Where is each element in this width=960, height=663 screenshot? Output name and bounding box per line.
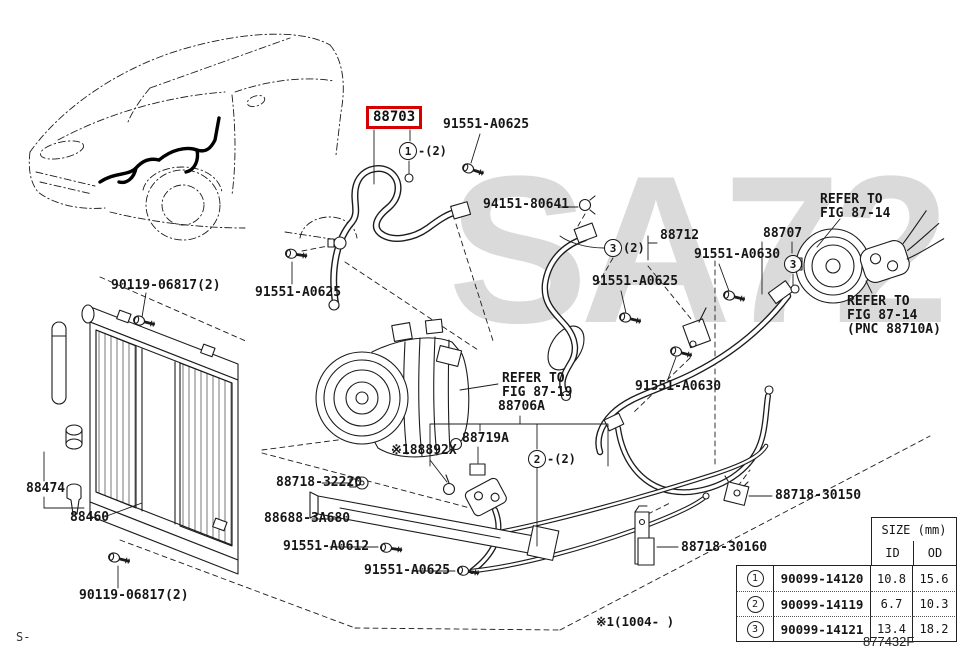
label-88718-32220: 88718-32220 (276, 475, 363, 490)
note-refer-fig-87-14: REFER TO FIG 87-14 (820, 192, 891, 221)
callout-circle: 3 (604, 239, 622, 257)
row-part-number: 90099-14120 (774, 566, 871, 591)
size-table-col-id: ID (872, 541, 914, 565)
clamp-94151-80641 (578, 195, 596, 215)
applicability-note: ※1(1004- ) (596, 614, 675, 629)
label-88706a: 88706A (498, 399, 545, 414)
note-refer-fig-87-19: REFER TO FIG 87-19 (502, 371, 573, 400)
note-refer-fig-87-14-pnc-88710a: REFER TO FIG 87-14 (PNC 88710A) (847, 294, 941, 337)
label-88892x: ※188892X (391, 443, 457, 458)
row-id-value: 10.8 (871, 566, 913, 591)
label-88460: 88460 (70, 510, 110, 525)
callout-3b: 3 (784, 255, 803, 273)
row-part-number: 90099-14121 (774, 616, 871, 641)
diagram-code: 877432F (863, 634, 915, 649)
callout-circle: 3 (784, 255, 802, 273)
callout-suffix: (2) (623, 241, 645, 255)
drier-cap-parts (65, 424, 83, 515)
row-id-value: 6.7 (871, 591, 913, 616)
label-88718-30150: 88718-30150 (775, 488, 862, 503)
callout-2: 2 -(2) (528, 450, 576, 468)
row-callout-number: 1 (746, 570, 764, 587)
row-part-number: 90099-14119 (774, 591, 871, 616)
size-table-col-od: OD (927, 546, 943, 560)
clip-88719A (469, 463, 486, 476)
callout-circle: 2 (528, 450, 546, 468)
label-88712: 88712 (660, 228, 700, 243)
leader-lines (43, 129, 873, 589)
row-od-value: 18.2 (913, 616, 955, 641)
label-94151-80641: 94151-80641 (483, 197, 570, 212)
grommet-88892X (442, 474, 456, 496)
clutch-connector (859, 210, 945, 283)
clamp-88718-32220 (349, 476, 369, 490)
label-91551-a0630-1: 91551-A0630 (694, 247, 781, 262)
callout-suffix: -(2) (547, 452, 576, 466)
callout-suffix: -(2) (418, 144, 447, 158)
pipe-88707 (595, 280, 800, 456)
highlighted-part-88703[interactable]: 88703 (366, 106, 423, 129)
discharge-hose-88712 (541, 195, 598, 402)
label-91551-a0630-2: 91551-A0630 (635, 379, 722, 394)
label-88718-30160: 88718-30160 (681, 540, 768, 555)
row-callout-number: 3 (746, 620, 764, 638)
clamp-88718-30150 (723, 475, 750, 506)
car-illustration (28, 33, 358, 242)
label-90119-06817-top: 90119-06817(2) (111, 278, 221, 293)
label-91551-a0625-4: 91551-A0625 (364, 563, 451, 578)
row-id-value: 13.4 (871, 616, 913, 641)
table-row: 3 90099-14121 13.4 18.2 (737, 616, 956, 641)
callout-3a: 3 (2) (604, 239, 645, 257)
size-table-title: SIZE (mm) (871, 517, 957, 543)
label-91551-a0625-2: 91551-A0625 (592, 274, 679, 289)
label-91551-a0612: 91551-A0612 (283, 539, 370, 554)
callout-circle: 1 (399, 142, 417, 160)
label-91551-a0625-3: 91551-A0625 (255, 285, 342, 300)
label-90119-06817-bottom: 90119-06817(2) (79, 588, 189, 603)
row-od-value: 15.6 (919, 571, 949, 586)
callout-1: 1 -(2) (399, 142, 447, 160)
label-88688-3a680: 88688-3A680 (264, 511, 351, 526)
row-od-value: 10.3 (913, 591, 955, 616)
joint-fitting (682, 307, 711, 349)
label-88474: 88474 (26, 481, 66, 496)
row-callout-number: 2 (746, 595, 764, 613)
bracket-88688-3A680 (309, 491, 560, 561)
corner-mark: S- (16, 630, 31, 644)
table-row: 2 90099-14119 6.7 10.3 (737, 591, 956, 616)
label-88707: 88707 (763, 226, 803, 241)
size-table: SIZE (mm) ID OD 1 90099-14120 10.8 15.6 … (736, 517, 957, 642)
label-91551-a0625-1: 91551-A0625 (443, 117, 530, 132)
label-88719a: 88719A (462, 431, 509, 446)
condenser (51, 304, 239, 575)
compressor (315, 318, 470, 458)
bracket-88718-30160 (634, 505, 655, 566)
suction-hose-88703 (327, 165, 472, 311)
suction-pipe-assembly-88706A (442, 385, 774, 574)
table-row: 1 90099-14120 10.8 15.6 (737, 566, 956, 591)
